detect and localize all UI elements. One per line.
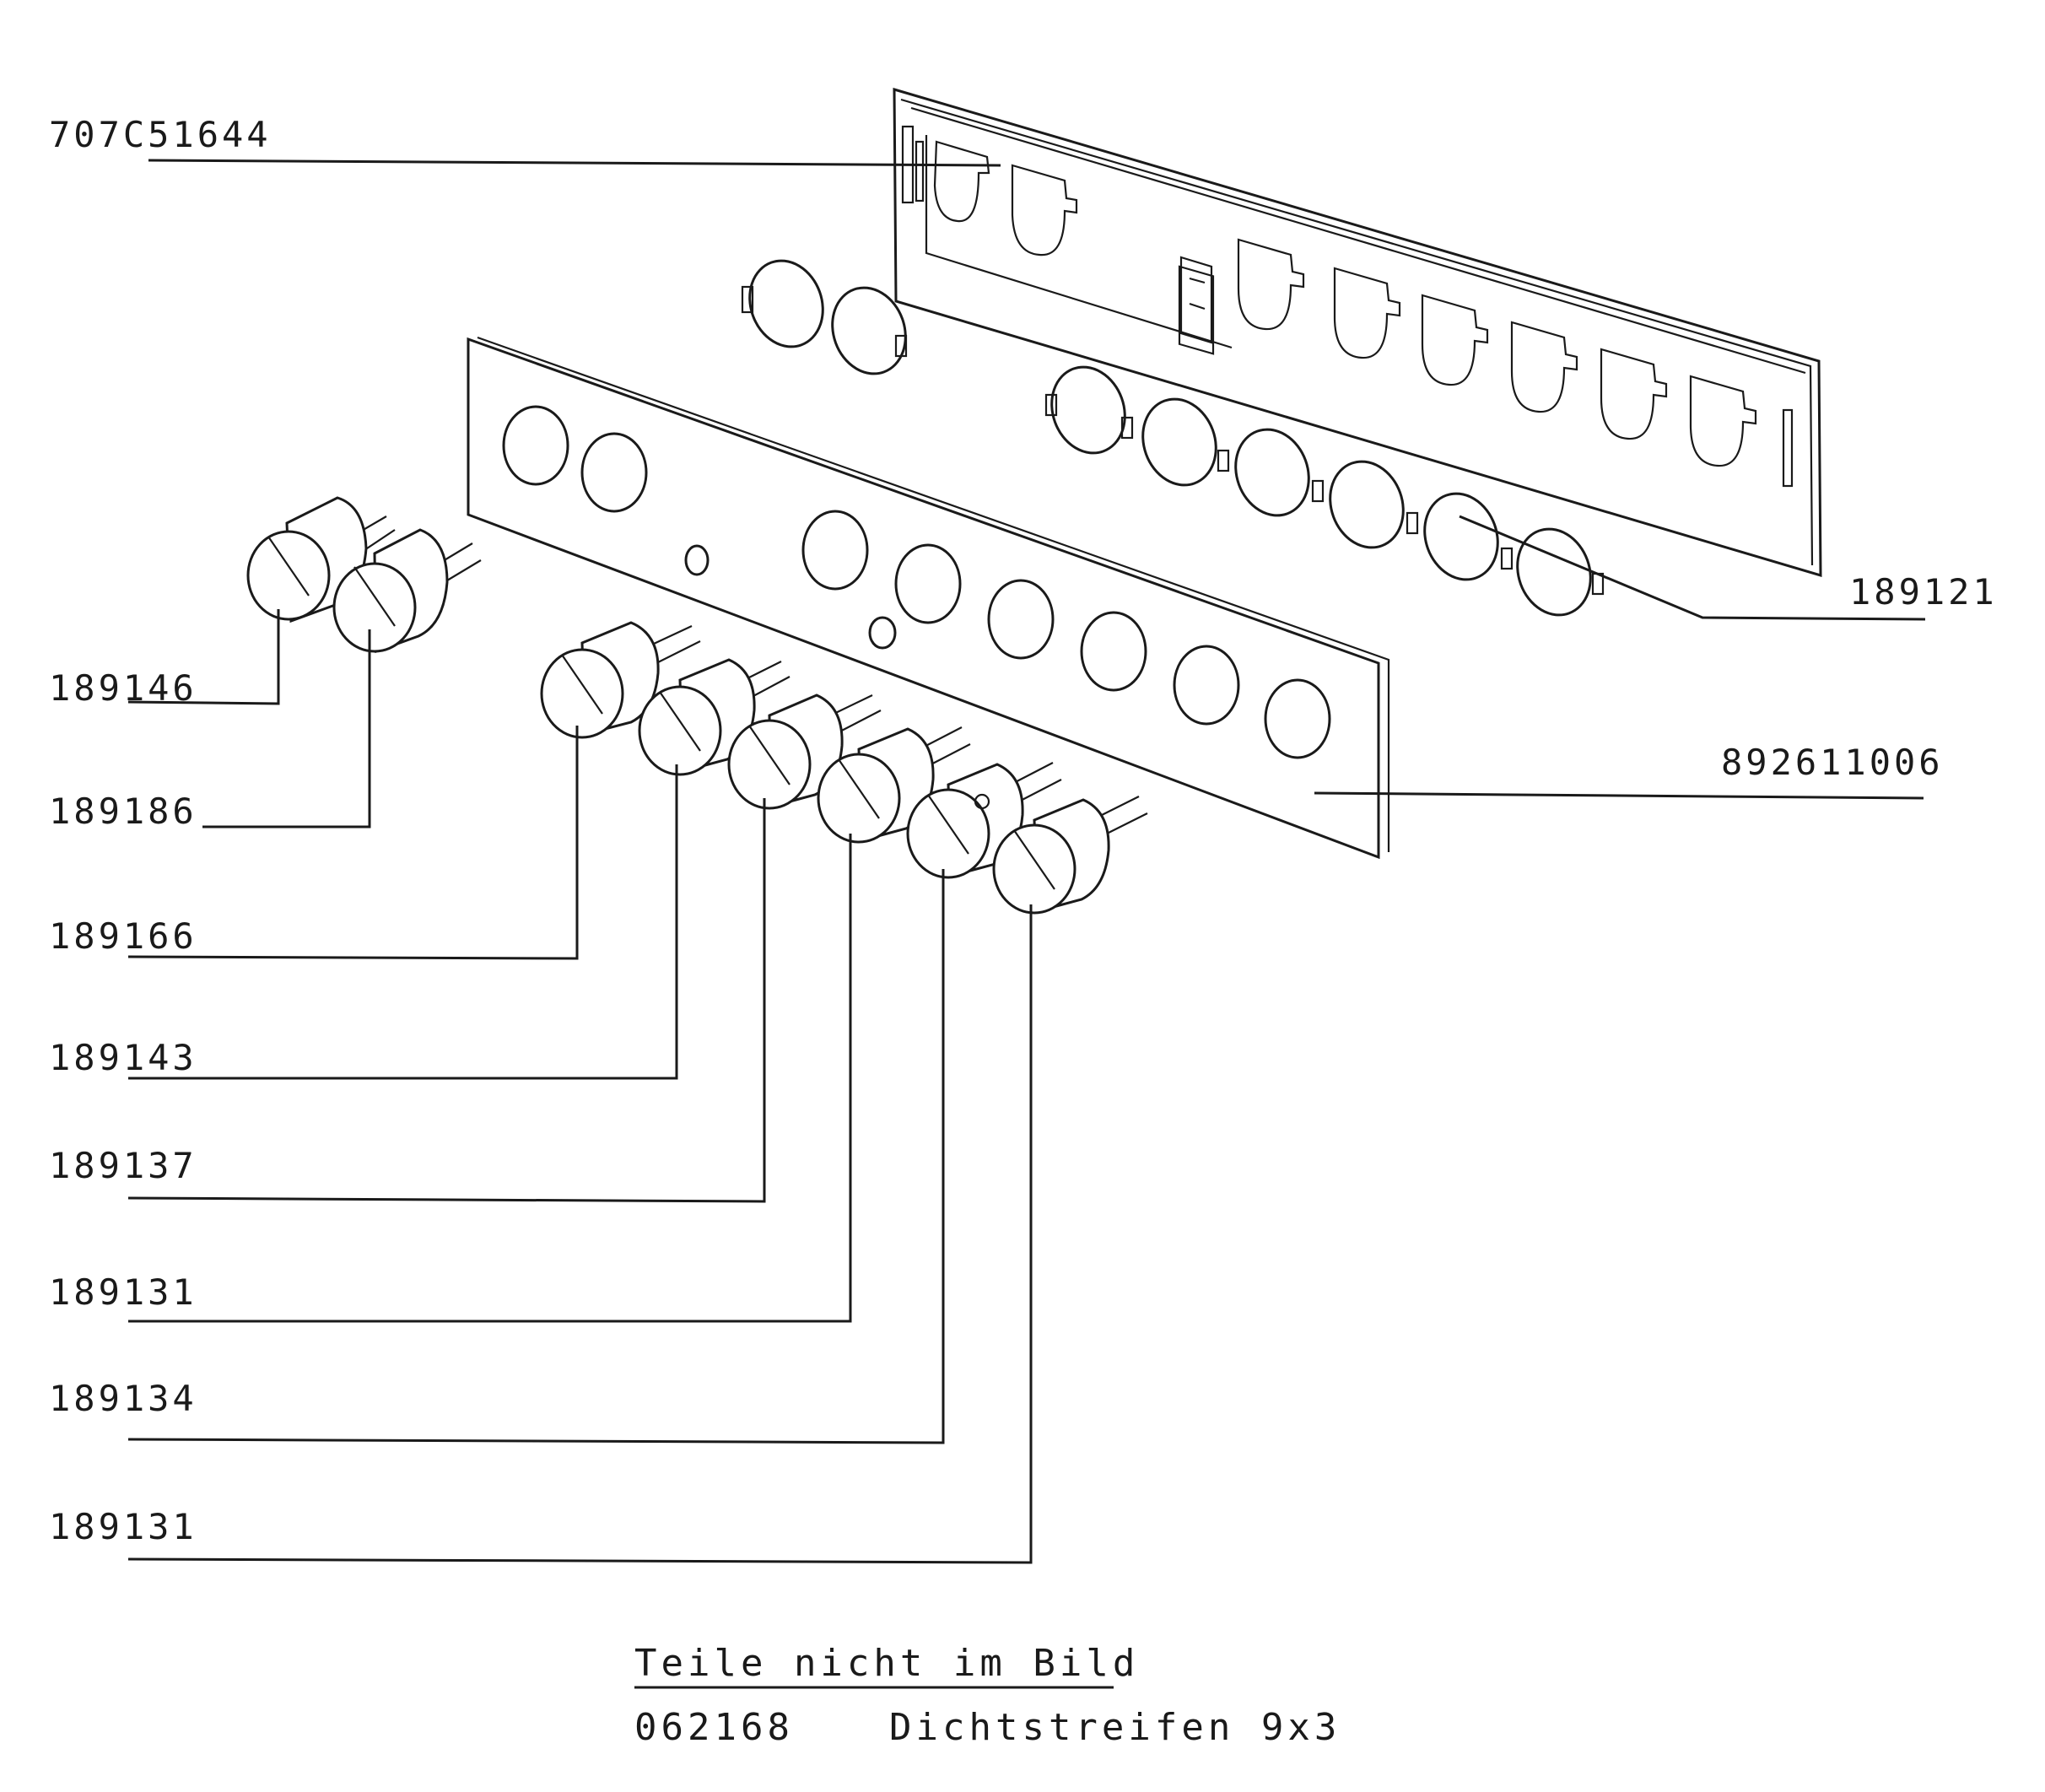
label-707C51644: 707C51644 [49, 114, 272, 155]
label-892611006: 892611006 [1721, 742, 1944, 783]
note-item-number: 062168 [634, 1706, 794, 1749]
label-189121: 189121 [1849, 571, 1998, 613]
label-189131-b: 189131 [49, 1506, 197, 1547]
label-189134: 189134 [49, 1378, 197, 1419]
label-189186: 189186 [49, 791, 197, 832]
note-heading: Teile nicht im Bild [634, 1642, 1139, 1685]
label-189143: 189143 [49, 1037, 197, 1078]
knob-189166 [540, 621, 701, 739]
note-item-name: Dichtstreifen 9x3 [889, 1706, 1341, 1749]
front-panel [467, 336, 1390, 860]
label-189146: 189146 [49, 667, 197, 709]
label-189137: 189137 [49, 1145, 197, 1186]
knob-189186 [332, 528, 482, 654]
knob-189131-b [992, 796, 1148, 915]
label-189131-a: 189131 [49, 1271, 197, 1313]
back-frame [893, 87, 1822, 578]
leader-lines [127, 159, 1926, 1689]
lens-row [741, 259, 1605, 617]
label-189166: 189166 [49, 915, 197, 957]
